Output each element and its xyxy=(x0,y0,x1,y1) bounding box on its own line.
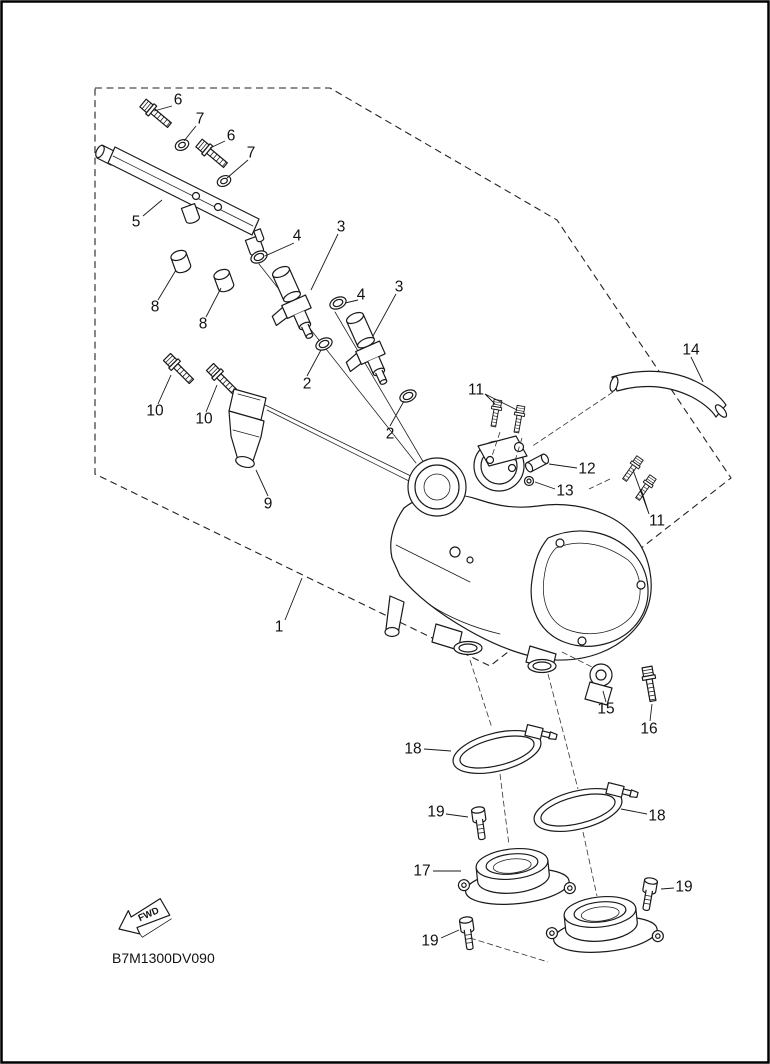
clamp-part-18b xyxy=(529,775,645,840)
callout-19: 19 xyxy=(427,804,444,821)
callout-18: 18 xyxy=(404,741,421,758)
ring-part-13 xyxy=(523,475,535,487)
screw-part-11b xyxy=(510,404,527,434)
bolt-part-19a xyxy=(470,805,490,842)
callout-18: 18 xyxy=(648,808,665,825)
leader-lines xyxy=(142,105,704,939)
callout-7: 7 xyxy=(196,111,205,128)
assembly-lines xyxy=(258,263,429,491)
callout-13: 13 xyxy=(556,483,573,500)
damper-part-8b xyxy=(211,266,236,295)
callout-4: 4 xyxy=(357,287,366,304)
callout-11: 11 xyxy=(649,513,665,530)
callout-2: 2 xyxy=(303,376,312,393)
fuel-rail-part xyxy=(95,144,265,256)
callout-15: 15 xyxy=(597,701,614,718)
injector-part-3b xyxy=(328,308,397,395)
callout-16: 16 xyxy=(640,721,657,738)
callout-7: 7 xyxy=(247,145,256,162)
callout-9: 9 xyxy=(264,496,273,513)
clamp-part-18a xyxy=(448,717,564,782)
callout-2: 2 xyxy=(386,426,395,443)
assembly-boundary-dashed xyxy=(94,87,732,667)
callout-6: 6 xyxy=(227,128,236,145)
bolt-part-16 xyxy=(639,665,660,703)
bolt-part-6b xyxy=(194,137,231,171)
bolt-part-10a xyxy=(161,351,197,387)
hose-part-14 xyxy=(609,370,728,418)
callout-11: 11 xyxy=(468,382,484,399)
callout-14: 14 xyxy=(682,342,700,359)
callout-3: 3 xyxy=(337,219,346,236)
callout-19: 19 xyxy=(675,879,692,896)
intake-joint-part-17a xyxy=(454,842,577,911)
callout-5: 5 xyxy=(132,214,141,231)
assembly-centerlines xyxy=(469,391,614,963)
callout-17: 17 xyxy=(413,863,430,880)
bolt-part-6a xyxy=(138,97,175,131)
callout-12: 12 xyxy=(578,461,595,478)
callout-6: 6 xyxy=(174,92,183,109)
oring-part-2b xyxy=(397,386,419,406)
sensor-part-9 xyxy=(228,388,267,469)
sensor-part-15 xyxy=(584,663,613,706)
callout-10: 10 xyxy=(195,411,213,428)
callout-3: 3 xyxy=(395,279,404,296)
throttle-body-assembly xyxy=(384,435,652,674)
collar-part-12 xyxy=(524,453,550,473)
callout-4: 4 xyxy=(293,228,302,245)
drawing-code: B7M1300DV090 xyxy=(112,950,215,966)
bolt-part-19b xyxy=(638,876,659,913)
callout-1: 1 xyxy=(275,619,284,636)
callout-10: 10 xyxy=(146,403,164,420)
callout-19: 19 xyxy=(421,933,438,950)
fwd-arrow: FWD xyxy=(118,898,172,938)
callout-8: 8 xyxy=(199,316,208,333)
screw-part-11a xyxy=(487,398,504,428)
callout-8: 8 xyxy=(151,299,160,316)
screw-part-11d xyxy=(632,473,658,503)
bolt-part-19c xyxy=(458,915,478,952)
injector-part-3a xyxy=(254,262,323,349)
washer-part-7a xyxy=(172,136,192,154)
screw-part-11c xyxy=(619,454,645,484)
damper-part-8a xyxy=(168,247,193,276)
